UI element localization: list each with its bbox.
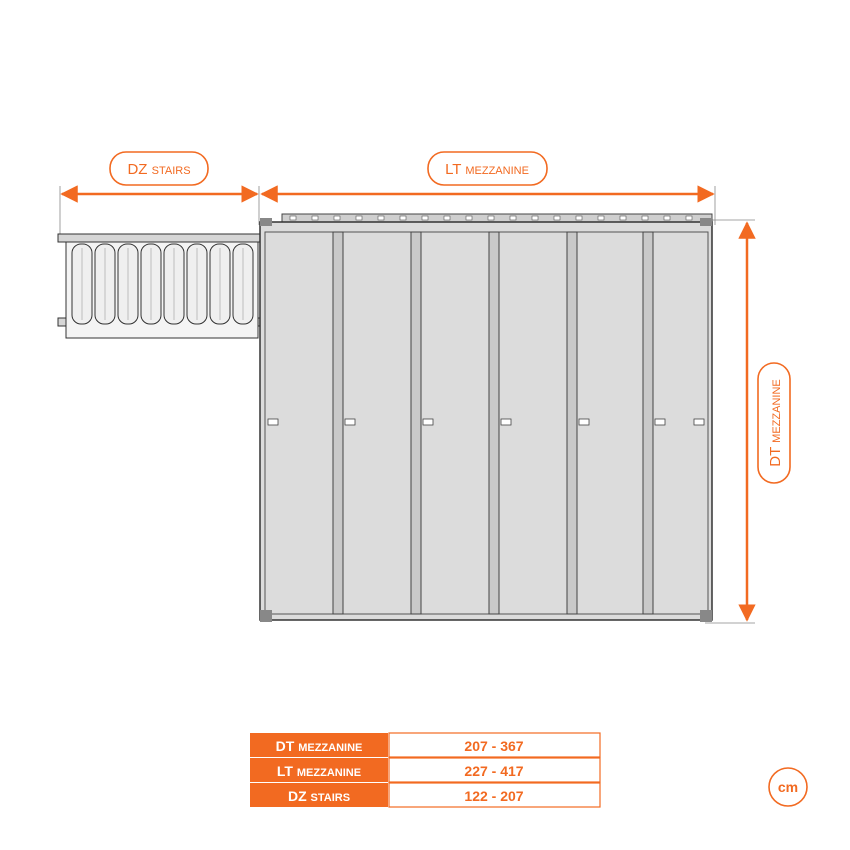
beam-bolt — [685, 215, 693, 221]
table-head-dz: DZ STAIRS — [288, 788, 350, 804]
beam-bolt — [289, 215, 297, 221]
lt-mezzanine-label: LT MEZZANINE — [445, 161, 529, 178]
joist-clip — [693, 418, 705, 426]
unit-circle — [768, 767, 808, 807]
lt-mezzanine-pill — [427, 151, 548, 186]
mezzanine-joist — [566, 231, 578, 615]
table-row-lt — [250, 758, 388, 782]
mezzanine-joist — [410, 231, 422, 615]
mezzanine-joists — [267, 215, 705, 615]
beam-bolt — [487, 215, 495, 221]
stairs-drawing — [57, 233, 261, 339]
dimension-table: DT MEZZANINE LT MEZZANINE DZ STAIRS 207 … — [250, 732, 601, 808]
mezzanine-joist — [642, 231, 654, 615]
table-head-lt: LT MEZZANINE — [277, 763, 361, 779]
table-head-dt: DT MEZZANINE — [276, 738, 363, 754]
beam-bolt — [575, 215, 583, 221]
beam-bolt — [531, 215, 539, 221]
dt-mezzanine-label: DT MEZZANINE — [767, 379, 784, 466]
beam-bolt — [509, 215, 517, 221]
beam-bolt — [421, 215, 429, 221]
corner-post — [260, 218, 272, 226]
table-value-cell — [388, 757, 601, 783]
corner-post — [260, 610, 272, 622]
table-row-dz — [250, 783, 388, 807]
mezzanine-drawing — [259, 213, 713, 622]
joist-clip — [578, 418, 590, 426]
beam-bolt — [377, 215, 385, 221]
corner-post — [700, 218, 712, 226]
beam-bolt — [443, 215, 451, 221]
corner-post — [700, 610, 712, 622]
joist-clip — [267, 418, 279, 426]
table-value-lt: 227 - 417 — [464, 763, 523, 779]
table-value-dz: 122 - 207 — [464, 788, 523, 804]
joist-clip — [422, 418, 434, 426]
mezzanine-inner-frame — [264, 231, 709, 615]
beam-bolt — [399, 215, 407, 221]
beam-bolt — [355, 215, 363, 221]
dz-stairs-dimension: DZ STAIRS — [59, 151, 260, 240]
stairs-rail-top — [57, 233, 261, 243]
table-row-dt — [250, 733, 388, 757]
unit-label: cm — [778, 779, 798, 795]
joist-clip — [344, 418, 356, 426]
table-value-dt: 207 - 367 — [464, 738, 523, 754]
beam-bolt — [597, 215, 605, 221]
dz-stairs-label: DZ STAIRS — [127, 161, 190, 178]
table-value-cell — [388, 732, 601, 758]
beam-bolt — [663, 215, 671, 221]
unit-badge: cm — [768, 767, 808, 807]
dz-stairs-pill — [109, 151, 209, 186]
stairs-treads — [71, 243, 254, 325]
table-value-cell — [388, 782, 601, 808]
beam-bolt — [311, 215, 319, 221]
joist-clip — [500, 418, 512, 426]
dt-mezzanine-pill — [757, 362, 791, 484]
beam-bolt — [641, 215, 649, 221]
mezzanine-joist — [332, 231, 344, 615]
joist-clip — [654, 418, 666, 426]
beam-bolt — [553, 215, 561, 221]
dt-mezzanine-dimension: DT MEZZANINE — [705, 219, 791, 624]
mezzanine-joist — [488, 231, 500, 615]
beam-bolt — [333, 215, 341, 221]
beam-bolt — [619, 215, 627, 221]
lt-mezzanine-dimension: LT MEZZANINE — [260, 151, 716, 225]
beam-bolt — [465, 215, 473, 221]
